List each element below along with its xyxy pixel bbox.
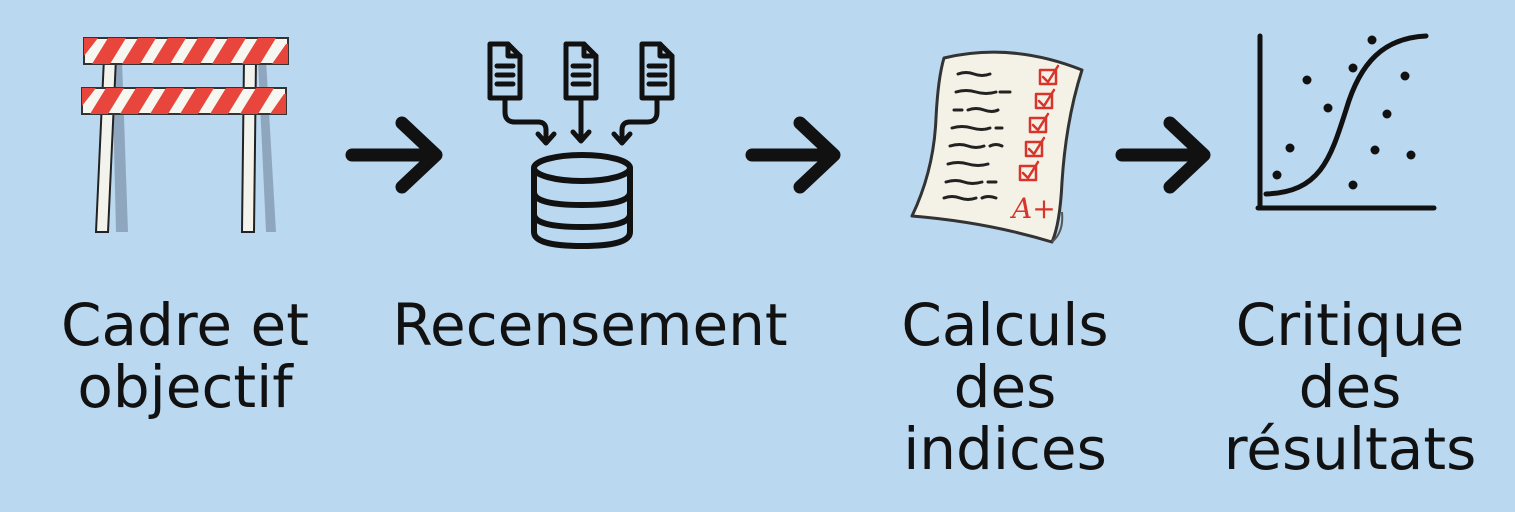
barrier-icon <box>81 37 289 233</box>
step-label-calculs-indices: Calculs des indices <box>901 291 1109 483</box>
step-label-critique-resultats: Critique des résultats <box>1223 291 1477 483</box>
database-icon <box>531 152 633 249</box>
arrow-right-icon <box>1115 116 1211 194</box>
document-icon <box>487 41 523 101</box>
scatter-curve-icon <box>1255 33 1437 211</box>
document-icon <box>563 41 599 101</box>
graded-checklist-icon: A+ <box>910 50 1084 244</box>
step-label-cadre-objectif: Cadre et objectif <box>61 291 309 421</box>
step-label-recensement: Recensement <box>392 291 788 359</box>
document-icon <box>639 41 675 101</box>
arrow-right-icon <box>745 116 841 194</box>
database-import-icon <box>487 41 675 249</box>
grade-label: A+ <box>1009 192 1056 225</box>
diagram-graphics: A+ <box>81 33 1437 249</box>
arrow-right-icon <box>345 116 443 194</box>
